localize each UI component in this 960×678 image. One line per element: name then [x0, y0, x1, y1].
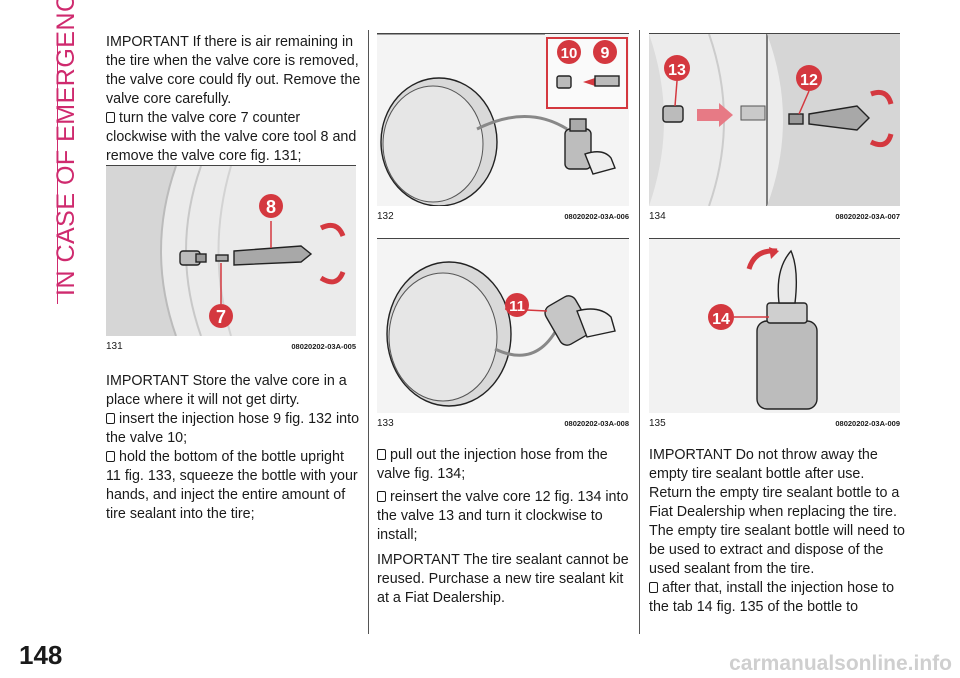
callout-7: 7: [216, 307, 226, 327]
figure-code: 08020202-03A-009: [835, 418, 900, 428]
section-rule: [57, 34, 58, 304]
figure-caption: 132 08020202-03A-006: [377, 208, 629, 224]
instruction-bullet: pull out the injection hose from the val…: [377, 446, 633, 484]
instruction-bullet: reinsert the valve core 12 fig. 134 into…: [377, 488, 633, 545]
figure-134: 13 12 134 08020202-03A-007: [649, 33, 900, 224]
figure-code: 08020202-03A-006: [564, 211, 629, 221]
callout-13: 13: [668, 62, 686, 79]
section-title: IN CASE OF EMERGENCY: [52, 0, 80, 296]
figure-number: 134: [649, 210, 666, 222]
column-3-text: IMPORTANT Do not throw away the empty ti…: [649, 446, 907, 617]
column-1-bottom-text: IMPORTANT Store the valve core in a plac…: [106, 372, 361, 524]
figure-131: 8 7 131 08020202-03A-005: [106, 165, 356, 354]
figure-135: 14 135 08020202-03A-009: [649, 238, 900, 431]
figure-132: 10 9 132 08020202-03A-006: [377, 33, 629, 224]
figure-caption: 133 08020202-03A-008: [377, 415, 629, 431]
figure-caption: 131 08020202-03A-005: [106, 338, 356, 354]
column-divider: [368, 30, 369, 634]
important-note: IMPORTANT Do not throw away the empty ti…: [649, 447, 905, 577]
page-number: 148: [19, 640, 63, 670]
figure-number: 133: [377, 417, 394, 429]
important-note: IMPORTANT Store the valve core in a plac…: [106, 373, 347, 408]
figure-number: 131: [106, 340, 123, 352]
instruction-bullet: turn the valve core 7 counter clockwise …: [106, 109, 361, 166]
watermark: carmanualsonline.info: [729, 652, 952, 675]
important-note: IMPORTANT If there is air remaining in t…: [106, 34, 361, 107]
callout-8: 8: [266, 197, 276, 217]
figure-code: 08020202-03A-005: [291, 341, 356, 351]
callout-14: 14: [712, 311, 730, 328]
column-divider: [639, 30, 640, 634]
column-2-text: pull out the injection hose from the val…: [377, 446, 633, 608]
important-note: IMPORTANT The tire sealant cannot be reu…: [377, 552, 629, 606]
callout-10: 10: [561, 45, 578, 62]
callout-9: 9: [601, 45, 610, 62]
figure-caption: 134 08020202-03A-007: [649, 208, 900, 224]
column-1-top-text: IMPORTANT If there is air remaining in t…: [106, 33, 361, 166]
instruction-bullet: after that, install the injection hose t…: [649, 579, 907, 617]
figure-caption: 135 08020202-03A-009: [649, 415, 900, 431]
callout-12: 12: [800, 72, 818, 89]
instruction-bullet: hold the bottom of the bottle upright 11…: [106, 448, 361, 524]
callout-11: 11: [509, 298, 525, 315]
figure-number: 135: [649, 417, 666, 429]
instruction-bullet: insert the injection hose 9 fig. 132 int…: [106, 411, 360, 446]
figure-code: 08020202-03A-007: [835, 211, 900, 221]
figure-133: 11 133 08020202-03A-008: [377, 238, 629, 431]
figure-code: 08020202-03A-008: [564, 418, 629, 428]
figure-number: 132: [377, 210, 394, 222]
